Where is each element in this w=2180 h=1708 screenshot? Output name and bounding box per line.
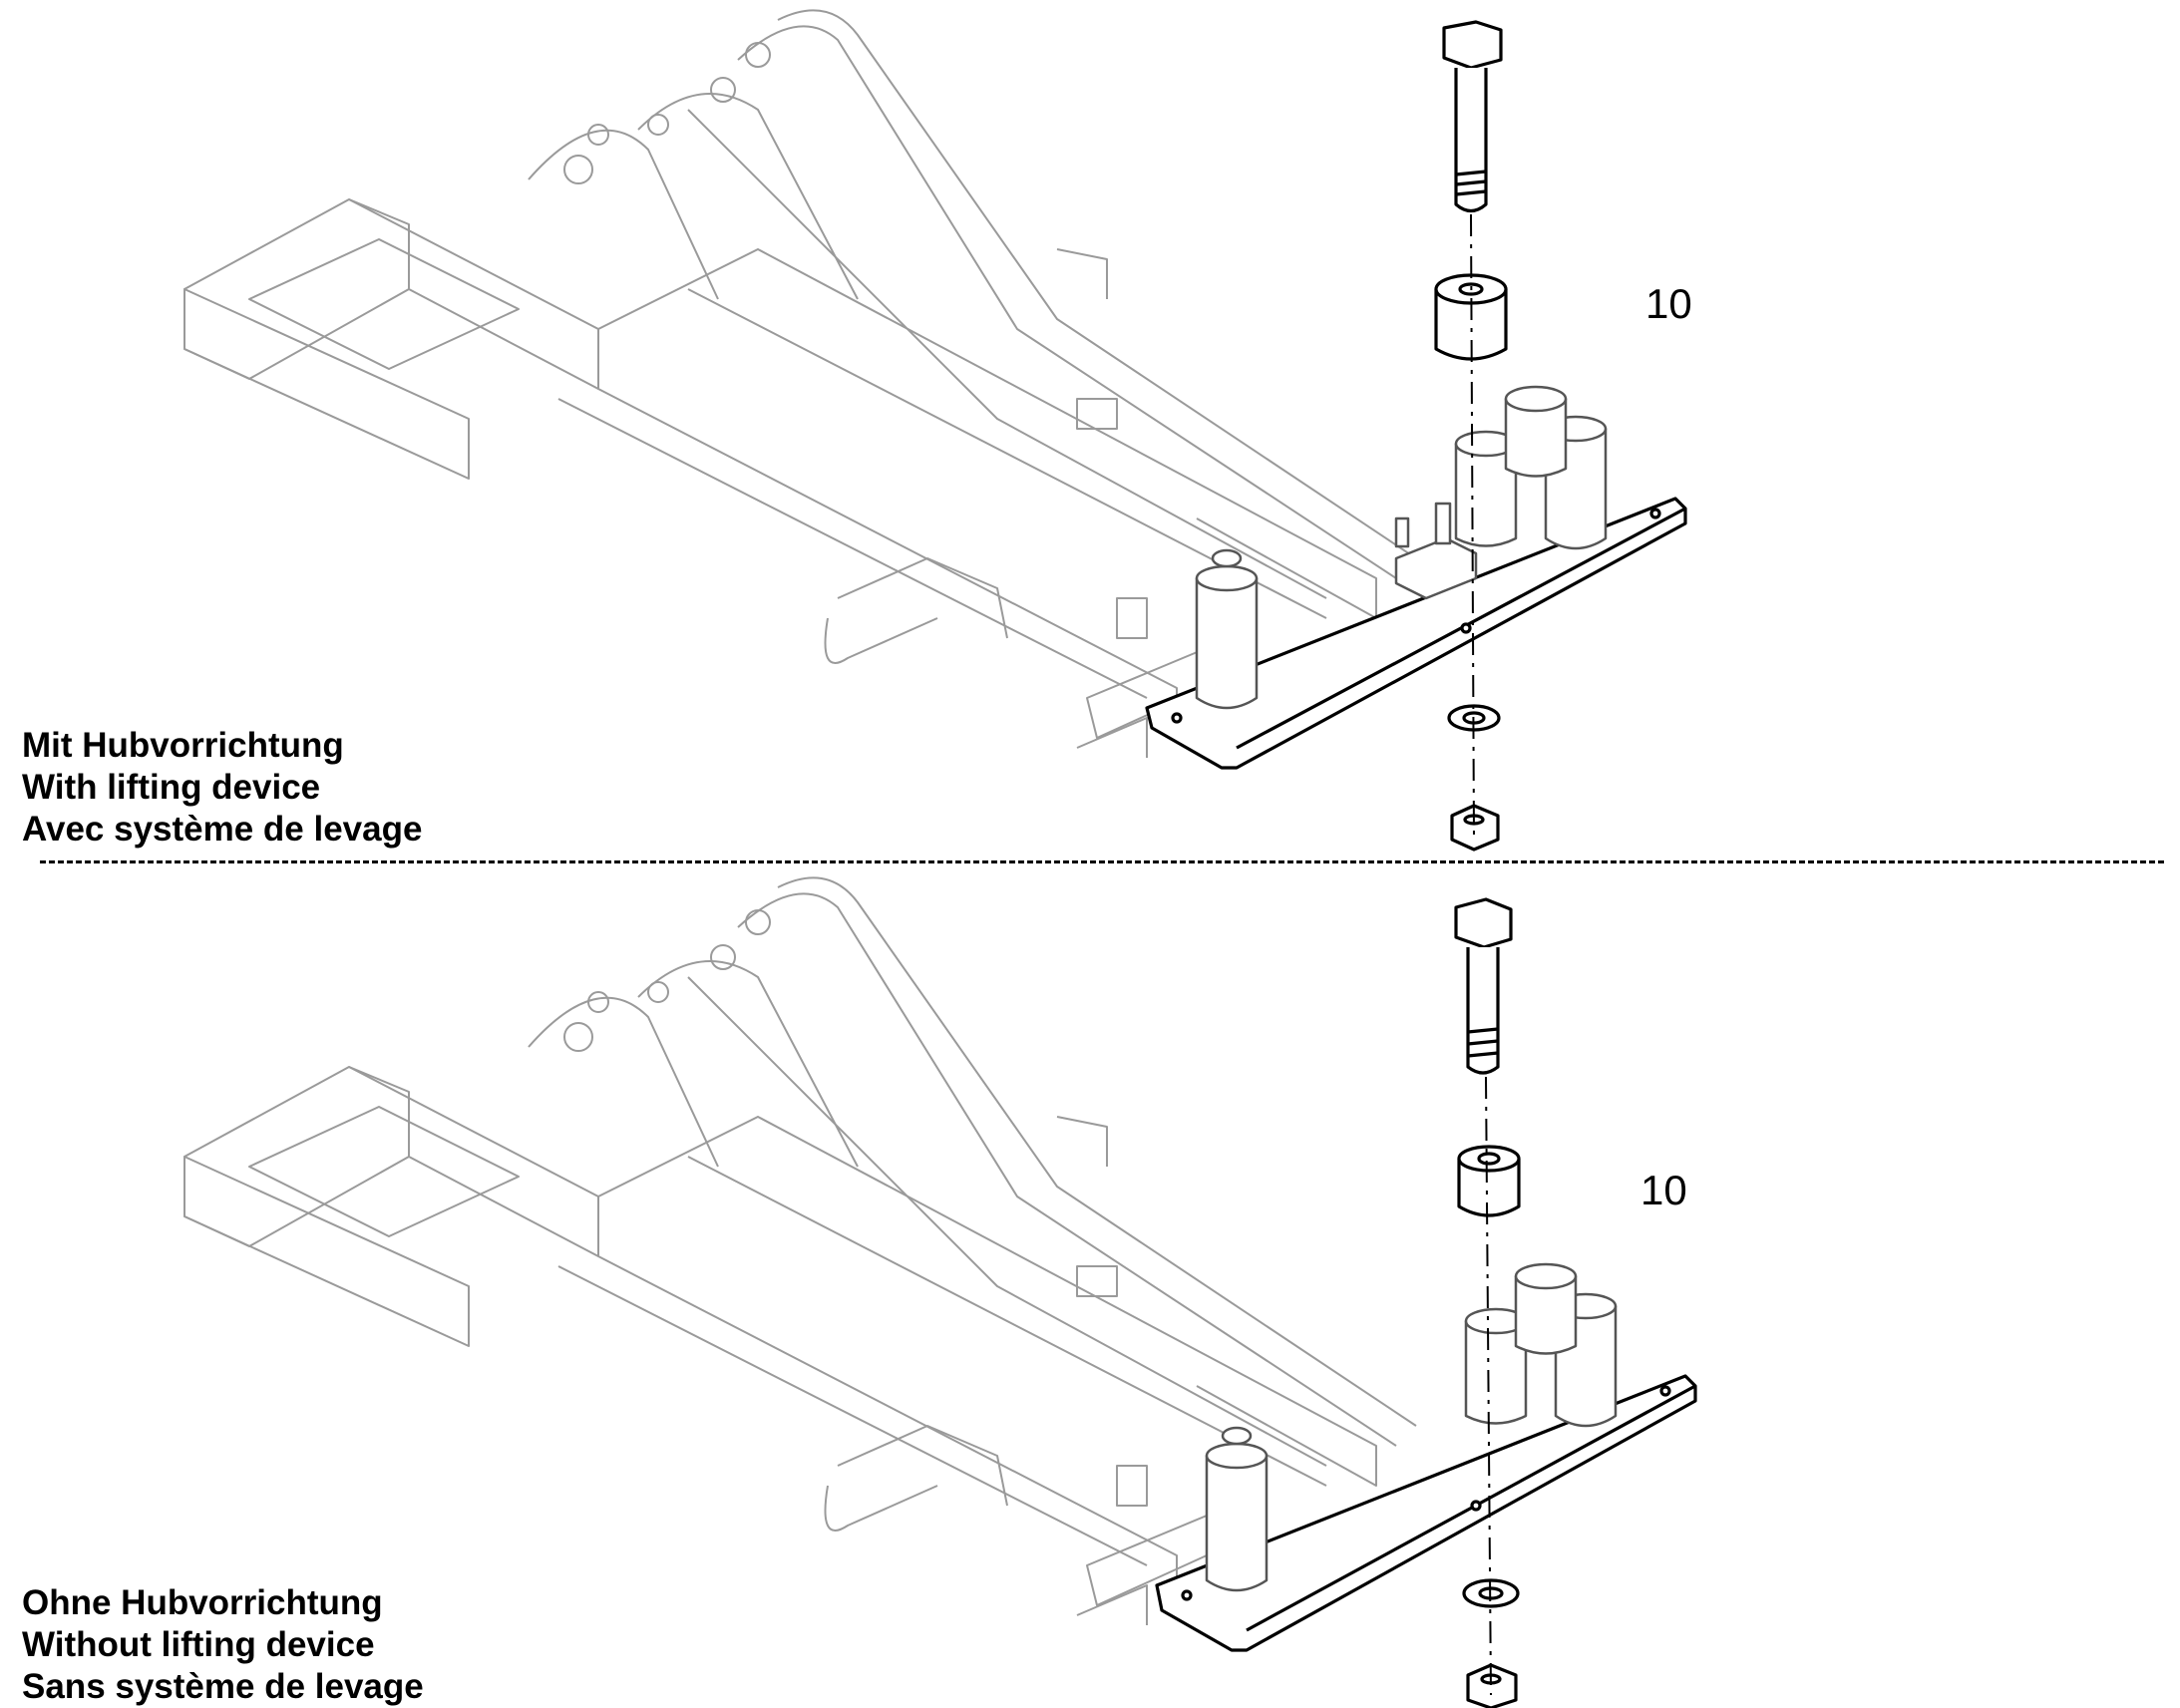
callout-number: 10 <box>1640 1167 1687 1213</box>
view-with-lifting-device: 10 Mit Hubvorrichtung With lifting devic… <box>22 9 1692 852</box>
air-tanks <box>1195 385 1608 710</box>
lifting-plate <box>1145 497 1687 770</box>
view-divider <box>40 860 2164 863</box>
lifting-device-bracket <box>1394 502 1478 600</box>
view-caption: Mit Hubvorrichtung With lifting device A… <box>22 725 422 851</box>
caption-line-german: Mit Hubvorrichtung <box>22 726 344 765</box>
air-tanks <box>1205 1262 1618 1592</box>
hex-bolt <box>1442 20 1503 213</box>
caption-line-english: Without lifting device <box>22 1625 375 1664</box>
chassis-frame <box>183 9 1417 758</box>
caption-line-english: With lifting device <box>22 768 321 807</box>
hex-nut <box>1450 804 1500 852</box>
mounting-plate <box>1155 1374 1697 1652</box>
caption-line-german: Ohne Hubvorrichtung <box>22 1583 383 1622</box>
hex-bolt <box>1454 897 1513 1075</box>
caption-line-french: Avec système de levage <box>22 810 423 849</box>
frame-drawing-with-lifting-device <box>183 9 1687 852</box>
frame-drawing-without-lifting-device <box>183 876 1697 1708</box>
assembly-axis <box>1470 213 1475 839</box>
chassis-frame <box>183 876 1417 1625</box>
hex-nut <box>1466 1663 1518 1708</box>
view-without-lifting-device: 10 Ohne Hubvorrichtung Without lifting d… <box>0 867 2180 1708</box>
spacer-sleeve <box>1457 1145 1521 1217</box>
caption-line-french: Sans système de levage <box>22 1667 424 1706</box>
assembly-axis <box>1485 1076 1492 1696</box>
view-caption: Ohne Hubvorrichtung Without lifting devi… <box>22 1582 424 1708</box>
callout-number: 10 <box>1645 280 1692 327</box>
